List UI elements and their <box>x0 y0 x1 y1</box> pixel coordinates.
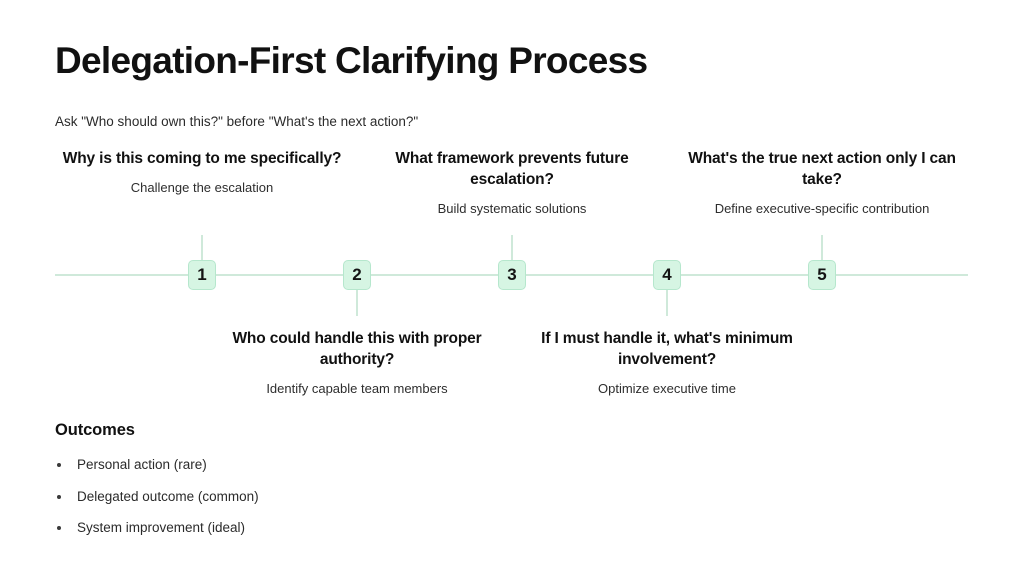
bullet-icon <box>57 463 61 467</box>
step-title: Why is this coming to me specifically? <box>62 150 342 167</box>
step-label-3: What framework prevents future escalatio… <box>362 148 662 218</box>
step-title: What's the true next action only I can t… <box>688 150 956 189</box>
outcome-label: System improvement (ideal) <box>77 520 246 535</box>
outcomes-section: Outcomes Personal action (rare) Delegate… <box>55 421 259 553</box>
step-title: What framework prevents future escalatio… <box>395 150 629 189</box>
step-description: Define executive-specific contribution <box>714 201 930 217</box>
page-subtitle: Ask "Who should own this?" before "What'… <box>55 114 419 129</box>
step-connector-stem <box>821 235 823 263</box>
step-marker-5[interactable]: 5 <box>808 260 836 290</box>
step-connector-stem <box>511 235 513 263</box>
step-description: Optimize executive time <box>598 381 736 397</box>
step-marker-1[interactable]: 1 <box>188 260 216 290</box>
outcome-label: Personal action (rare) <box>77 457 207 472</box>
step-label-2: Who could handle this with proper author… <box>207 328 507 398</box>
bullet-icon <box>57 494 61 499</box>
step-label-5: What's the true next action only I can t… <box>672 148 972 218</box>
step-connector-stem <box>201 235 203 263</box>
list-item: System improvement (ideal) <box>55 521 259 535</box>
outcome-label: Delegated outcome (common) <box>77 488 259 504</box>
outcomes-heading: Outcomes <box>55 421 135 439</box>
page-title: Delegation-First Clarifying Process <box>55 40 648 81</box>
step-label-1: Why is this coming to me specifically? C… <box>52 148 352 197</box>
step-marker-3[interactable]: 3 <box>498 260 526 290</box>
step-description: Challenge the escalation <box>130 180 274 196</box>
list-item: Delegated outcome (common) <box>55 488 259 504</box>
step-marker-4[interactable]: 4 <box>653 260 681 290</box>
step-title: If I must handle it, what's minimum invo… <box>541 330 793 369</box>
step-connector-stem <box>666 288 668 316</box>
step-connector-stem <box>356 288 358 316</box>
step-description: Build systematic solutions <box>437 201 587 217</box>
outcomes-list: Personal action (rare) Delegated outcome… <box>55 458 259 535</box>
step-description: Identify capable team members <box>266 381 448 397</box>
list-item: Personal action (rare) <box>55 458 259 472</box>
bullet-icon <box>57 526 61 530</box>
step-title: Who could handle this with proper author… <box>232 330 482 369</box>
step-marker-2[interactable]: 2 <box>343 260 371 290</box>
step-label-4: If I must handle it, what's minimum invo… <box>517 328 817 398</box>
